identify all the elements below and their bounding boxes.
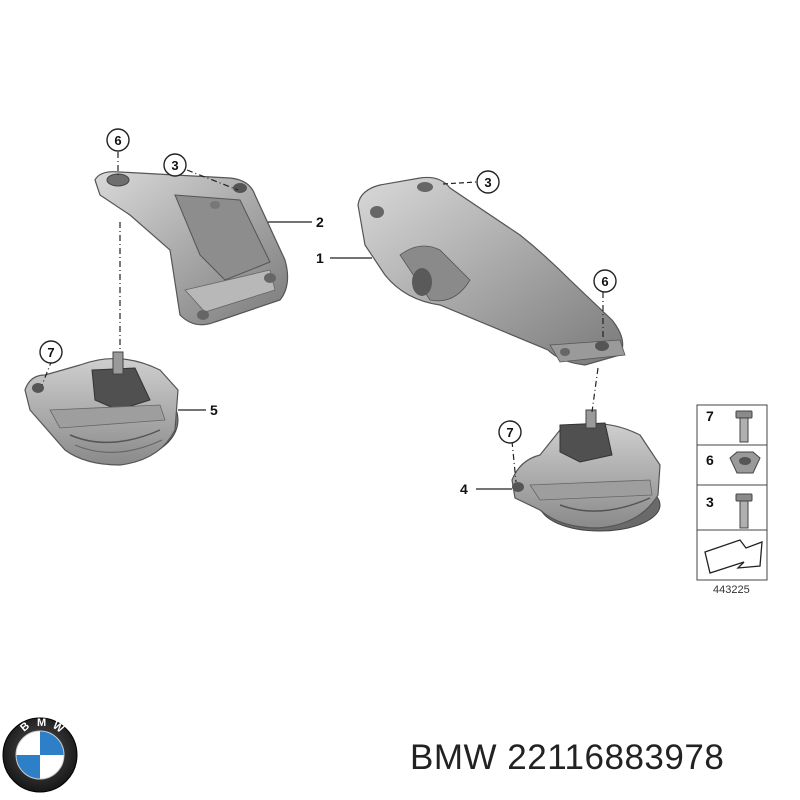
callout-3-left: 3 — [163, 153, 187, 177]
part-number-caption: BMW 22116883978 — [410, 738, 725, 777]
callout-number: 6 — [601, 274, 608, 289]
leader-label-1: 1 — [316, 250, 324, 266]
callout-number: 3 — [171, 158, 178, 173]
hardware-legend: 7 6 3 443225 — [696, 404, 768, 596]
diagram-code: 443225 — [713, 584, 750, 596]
logo-letter: M — [37, 717, 46, 729]
engine-mount-left-part-5 — [24, 351, 179, 466]
callout-number: 3 — [484, 175, 491, 190]
legend-number: 7 — [706, 408, 714, 424]
callout-7-right: 7 — [498, 420, 522, 444]
leader-lines — [178, 181, 512, 490]
nut-icon — [729, 451, 761, 474]
leader-label-5: 5 — [210, 402, 218, 418]
callout-6-left: 6 — [106, 128, 130, 152]
bracket-right-part-1 — [357, 176, 626, 366]
legend-number: 3 — [706, 494, 714, 510]
callout-number: 7 — [47, 345, 54, 360]
legend-number: 6 — [706, 452, 714, 468]
bmw-logo: B M W — [2, 717, 78, 793]
leader-label-2: 2 — [316, 214, 324, 230]
legend-row-3: 3 — [706, 493, 753, 529]
callout-number: 7 — [506, 425, 513, 440]
callout-6-right: 6 — [593, 269, 617, 293]
callout-number: 6 — [114, 133, 121, 148]
legend-row-7: 7 — [706, 408, 753, 443]
callout-7-left: 7 — [39, 340, 63, 364]
leader-label-4: 4 — [460, 481, 468, 497]
direction-arrow-icon — [704, 539, 763, 574]
callout-3-right: 3 — [476, 170, 500, 194]
bolt-icon — [735, 410, 753, 443]
bolt-icon — [735, 493, 753, 529]
assembly-lines — [41, 152, 604, 483]
engine-mount-right-part-4 — [511, 409, 661, 532]
bracket-left-part-2 — [94, 171, 289, 326]
legend-row-6: 6 — [706, 451, 761, 474]
